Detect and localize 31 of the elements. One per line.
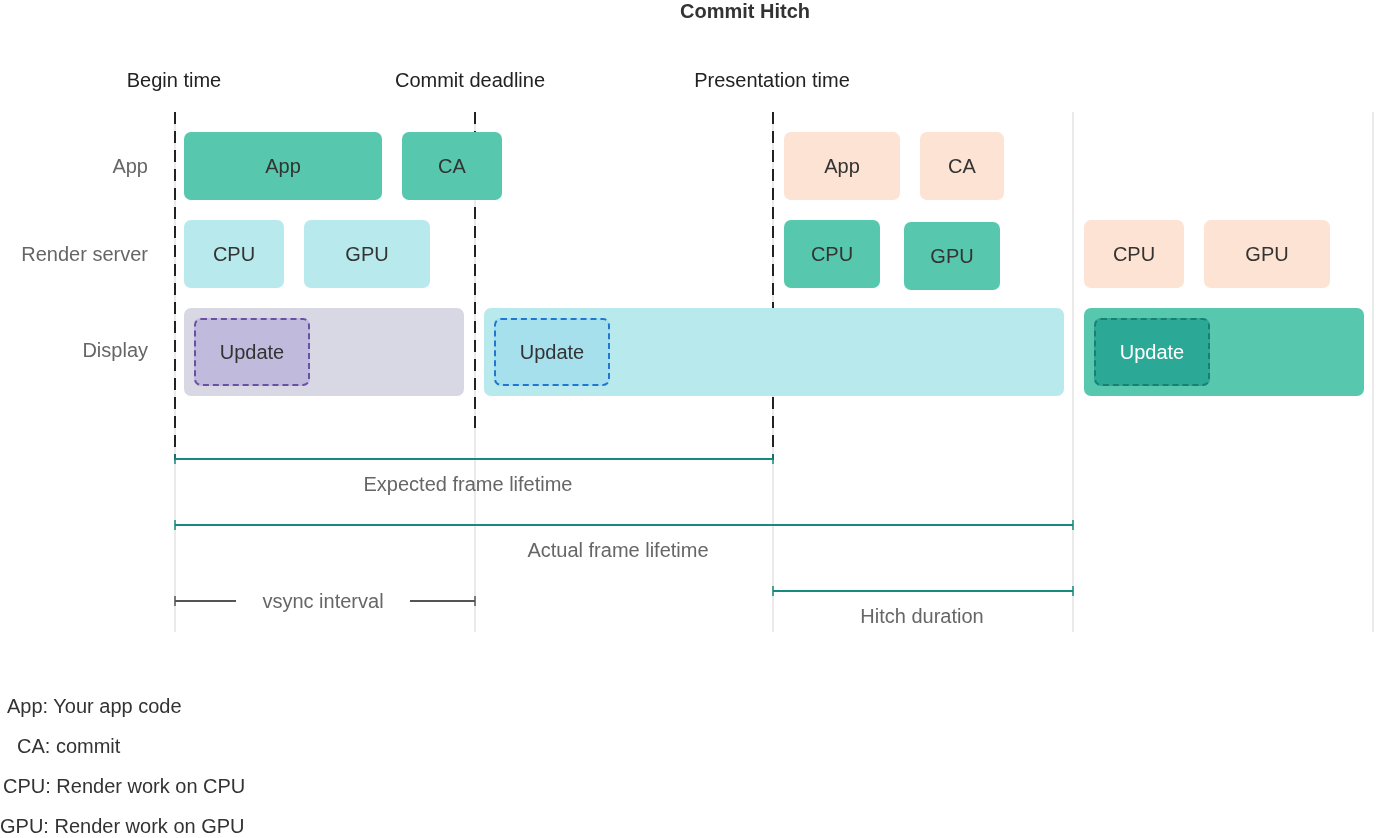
task-box: App bbox=[784, 132, 900, 200]
dimension-label: vsync interval bbox=[262, 589, 384, 613]
time-label: Commit deadline bbox=[394, 68, 546, 92]
timeline-bar bbox=[1084, 308, 1364, 396]
legend-text: GPU: Render work on GPU bbox=[0, 814, 245, 838]
diagram-title: Commit Hitch bbox=[680, 0, 810, 23]
legend-text: CA: commit bbox=[17, 734, 121, 758]
task-box: CPU bbox=[184, 220, 284, 288]
task-box: CA bbox=[920, 132, 1004, 200]
update-box: Update bbox=[1094, 318, 1210, 386]
task-box: CPU bbox=[784, 220, 880, 288]
time-label: Presentation time bbox=[694, 68, 850, 92]
row-label: Render server bbox=[21, 242, 148, 266]
dimension-label: Hitch duration bbox=[860, 604, 984, 628]
task-box: CPU bbox=[1084, 220, 1184, 288]
update-box: Update bbox=[494, 318, 610, 386]
timeline-bar bbox=[484, 308, 1064, 396]
task-box: CA bbox=[402, 132, 502, 200]
task-box: GPU bbox=[904, 222, 1000, 290]
legend-text: CPU: Render work on CPU bbox=[3, 774, 246, 798]
row-label: Display bbox=[82, 338, 148, 362]
dimension-label: Actual frame lifetime bbox=[527, 538, 709, 562]
legend-text: App: Your app code bbox=[7, 694, 182, 718]
update-box: Update bbox=[194, 318, 310, 386]
task-box: App bbox=[184, 132, 382, 200]
row-label: App bbox=[112, 154, 148, 178]
timeline-bar bbox=[184, 308, 464, 396]
task-box: GPU bbox=[1204, 220, 1330, 288]
time-label: Begin time bbox=[126, 68, 222, 92]
dimension-label: Expected frame lifetime bbox=[363, 472, 573, 496]
task-box: GPU bbox=[304, 220, 430, 288]
